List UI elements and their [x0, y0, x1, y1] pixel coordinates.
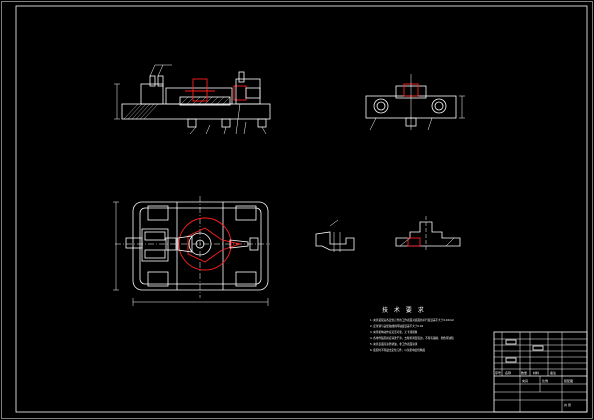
requirement-line: 5. 夹具表面应涂防锈油，非工作表面涂漆 [370, 342, 418, 346]
scale-cell: 比例 [542, 378, 548, 383]
side-view [365, 74, 465, 131]
header-note: 备注 [550, 370, 556, 375]
plan-view [113, 196, 270, 306]
sheet-cell: 共 张 [564, 402, 571, 407]
technical-requirements: 技 术 要 求 1. 夹具装配后各定位元件的工作表面对底面的平行度误差不大于0.… [370, 306, 455, 352]
drawing-number: 装配图 [564, 378, 573, 383]
header-qty: 数量 [521, 370, 527, 375]
detail-view-b [395, 216, 461, 252]
requirement-line: 2. 定位销与钻套轴线的同轴度误差不大于0.02 [370, 324, 424, 328]
requirement-line: 1. 夹具装配后各定位元件的工作表面对底面的平行度误差不大于0.02mm [370, 318, 455, 322]
front-section-view [114, 64, 271, 135]
requirements-title: 技 术 要 求 [382, 306, 426, 314]
header-index: 序号 [495, 370, 501, 375]
requirement-line: 3. 夹紧机构动作应灵活可靠，无卡滞现象 [370, 330, 418, 334]
requirement-line: 6. 装配时不得敲击定位元件，以免影响定位精度 [370, 348, 426, 352]
header-material: 材料 [533, 370, 539, 375]
requirement-line: 4. 各零件装配前应清洗干净，去除毛刺及锐边，不得有磕碰、划伤等缺陷 [370, 336, 454, 340]
title-name: 夹具 [522, 378, 528, 383]
header-name: 名称 [505, 370, 511, 375]
detail-view-a [315, 219, 355, 252]
title-block: 序号 名称 数量 材料 备注 夹具 装配图 比例 共 张 [493, 331, 588, 413]
inner-border [15, 5, 588, 413]
